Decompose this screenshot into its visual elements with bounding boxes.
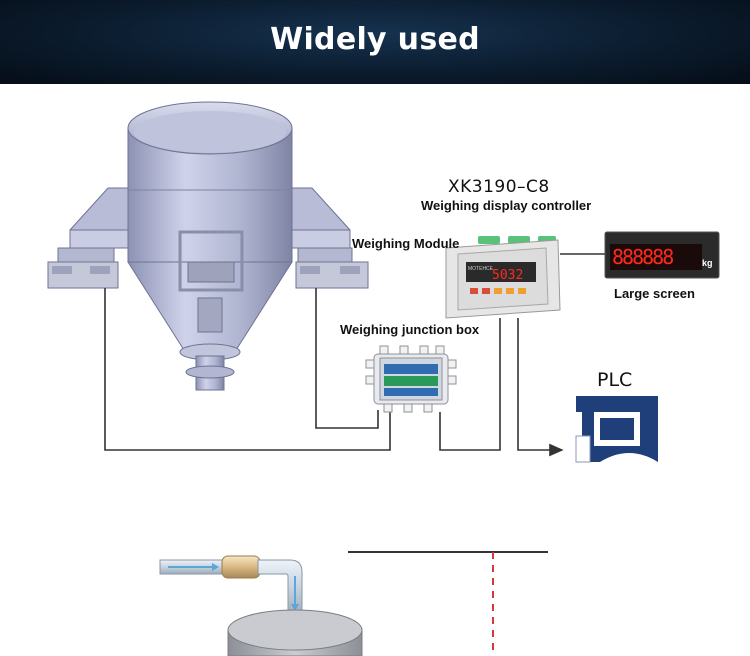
large-screen-label: Large screen — [614, 286, 695, 301]
controller-name-label: Weighing display controller — [421, 198, 592, 213]
weighing-module-label: Weighing Module — [352, 236, 460, 251]
plc-label: PLC — [597, 369, 633, 391]
wiring-lines — [104, 253, 606, 457]
junction-box — [365, 345, 457, 413]
junction-box-label: Weighing junction box — [340, 322, 480, 337]
plc-icon — [575, 396, 658, 463]
banner-title: Widely used — [270, 22, 480, 57]
screen-unit: kg — [702, 258, 713, 268]
pipe-illustration — [159, 555, 303, 616]
tank-illustration — [227, 609, 363, 656]
controller-brand: MOTEHCE — [468, 266, 494, 272]
controller-model-label: XK3190–C8 — [448, 177, 550, 197]
weighing-display-controller: MOTEHCE 5032 — [445, 236, 561, 319]
support-frame — [348, 551, 548, 656]
header-banner: Widely used — [0, 0, 750, 84]
large-screen-display: 888888 kg — [604, 231, 720, 279]
silo-illustration — [47, 101, 369, 391]
screen-reading: 888888 — [612, 245, 673, 269]
weighing-system-diagram: MOTEHCE 5032 888888 kg — [47, 101, 720, 656]
controller-reading: 5032 — [492, 268, 523, 283]
